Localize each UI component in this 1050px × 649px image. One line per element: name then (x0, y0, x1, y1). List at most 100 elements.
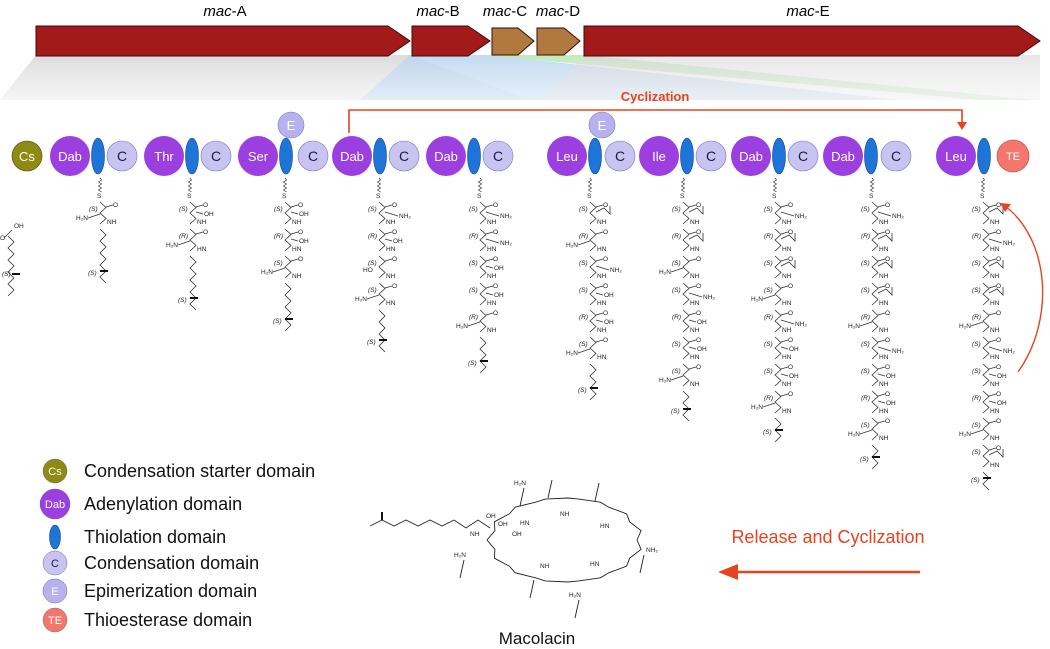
backbone-zigzag (871, 255, 879, 279)
epimerization-domain (588, 111, 616, 139)
legend-label: Thioesterase domain (84, 610, 252, 630)
carbonyl-label: O (603, 337, 608, 344)
stereo-label: (S) (178, 297, 187, 304)
amide-nh-label: HN (197, 246, 207, 253)
thiolation-domain (588, 137, 602, 175)
carbonyl-bond (485, 258, 494, 262)
amide-nh-label: HN (990, 246, 1000, 253)
backbone-zigzag (589, 255, 597, 279)
carbonyl-label: O (788, 202, 793, 209)
hydroxyl-label: OH (886, 400, 896, 407)
cyclization-arrowhead (957, 122, 967, 130)
legend-thiolation-icon (49, 524, 61, 550)
legend-domain-icon (42, 578, 68, 604)
amine-label: H₂N (659, 269, 671, 276)
adenylation-domain (731, 136, 771, 176)
amide-nh-label: HN (990, 408, 1000, 415)
backbone-zigzag (479, 336, 487, 374)
amine-label: H₂N (569, 592, 581, 599)
side-chain-bond (485, 238, 500, 244)
backbone-zigzag (479, 228, 487, 252)
amide-nh-label: HN (782, 354, 792, 361)
condensation-label: C (706, 148, 716, 164)
side-chain-bond (877, 373, 886, 377)
amide-nh-label: NH (470, 531, 480, 538)
legend-badge-label: C (51, 558, 59, 570)
amide-nh-label: NH (386, 273, 396, 280)
stereo-label: (S) (972, 422, 981, 429)
amine-label: H₂N (355, 296, 367, 303)
stereo-label: (R) (469, 233, 478, 240)
amide-nh-label: NH (690, 327, 700, 334)
amine-label: H₂N (166, 242, 178, 249)
amine-label: H₂N (456, 323, 468, 330)
amine-label: H₂N (454, 552, 466, 559)
stereo-label: (R) (469, 314, 478, 321)
carbonyl-bond (688, 285, 697, 289)
carboxyl-bond (3, 229, 13, 239)
stereo-label: (S) (972, 449, 981, 456)
carbonyl-label: O (996, 391, 1001, 398)
hydroxyl-label: OH (789, 373, 799, 380)
alkyl-side-chain (780, 233, 796, 242)
stereo-label: (S) (764, 341, 773, 348)
side-chain-bond (859, 429, 873, 435)
stereo-label: (S) (972, 287, 981, 294)
backbone-zigzag (982, 228, 990, 252)
carbonyl-label: O (493, 229, 498, 236)
stereo-label: (R) (861, 233, 870, 240)
peptidyl-chain: SONH(S)OHN(R)OH₂NNH(S)ONH₂HN(S)OOHNH(R)O… (659, 177, 715, 422)
peptidyl-chain: SONH₂NH(S)OHN(R)ONH(S)OH₂NHN(S)ONH₂NH(R)… (751, 177, 807, 443)
hydroxyl-label: OH (494, 265, 504, 272)
gene-label-mac-e: mac-E (786, 3, 829, 20)
amine-label: H₂N (751, 404, 763, 411)
carbonyl-bond (780, 366, 789, 370)
thiolation-domain (467, 137, 481, 175)
condensation-label: C (493, 148, 503, 164)
backbone-zigzag (871, 363, 879, 387)
stereo-label: (R) (579, 314, 588, 321)
sulfur-label: S (376, 193, 381, 200)
carbonyl-bond (688, 231, 697, 235)
carbonyl-bond (290, 204, 299, 208)
sulfur-label: S (477, 193, 482, 200)
hydroxyl-label: OH (498, 521, 508, 528)
side-chain-bond (366, 294, 380, 300)
stereo-label: (S) (764, 206, 773, 213)
condensation-domain (604, 140, 636, 172)
legend-domain-icon (42, 458, 68, 484)
carbonyl-bond (780, 258, 789, 262)
carbonyl-bond (688, 339, 697, 343)
stereo-label: (S) (274, 206, 283, 213)
amide-nh-label: NH (782, 219, 792, 226)
side-chain-bond (384, 211, 399, 217)
carbonyl-bond (877, 312, 886, 316)
side-chain-bond (290, 238, 299, 242)
carbonyl-bond (877, 339, 886, 343)
cyclization-line (348, 109, 963, 133)
carbonyl-label: O (788, 256, 793, 263)
backbone-zigzag (378, 201, 386, 225)
amide-nh-label: NH (292, 219, 302, 226)
stereo-label: (S) (972, 368, 981, 375)
stereo-label: (S) (579, 287, 588, 294)
epimerization-domain (277, 111, 305, 139)
backbone-zigzag (7, 235, 15, 297)
carbonyl-label: O (493, 202, 498, 209)
backbone-zigzag (589, 309, 597, 333)
amine-label: NH₂ (610, 267, 622, 274)
hydroxyl-label: OH (512, 531, 522, 538)
amide-nh-label: HN (990, 354, 1000, 361)
stereo-label: (S) (972, 341, 981, 348)
side-chain-bond (459, 559, 465, 579)
backbone-zigzag (682, 255, 690, 279)
adenylation-label: Dab (739, 149, 763, 164)
thioesterase-domain (996, 139, 1030, 173)
stereo-label: (R) (972, 314, 981, 321)
carbonyl-label: O (996, 229, 1001, 236)
stereo-label: (S) (672, 341, 681, 348)
amide-nh-label: NH (990, 435, 1000, 442)
amide-nh-label: NH (782, 327, 792, 334)
